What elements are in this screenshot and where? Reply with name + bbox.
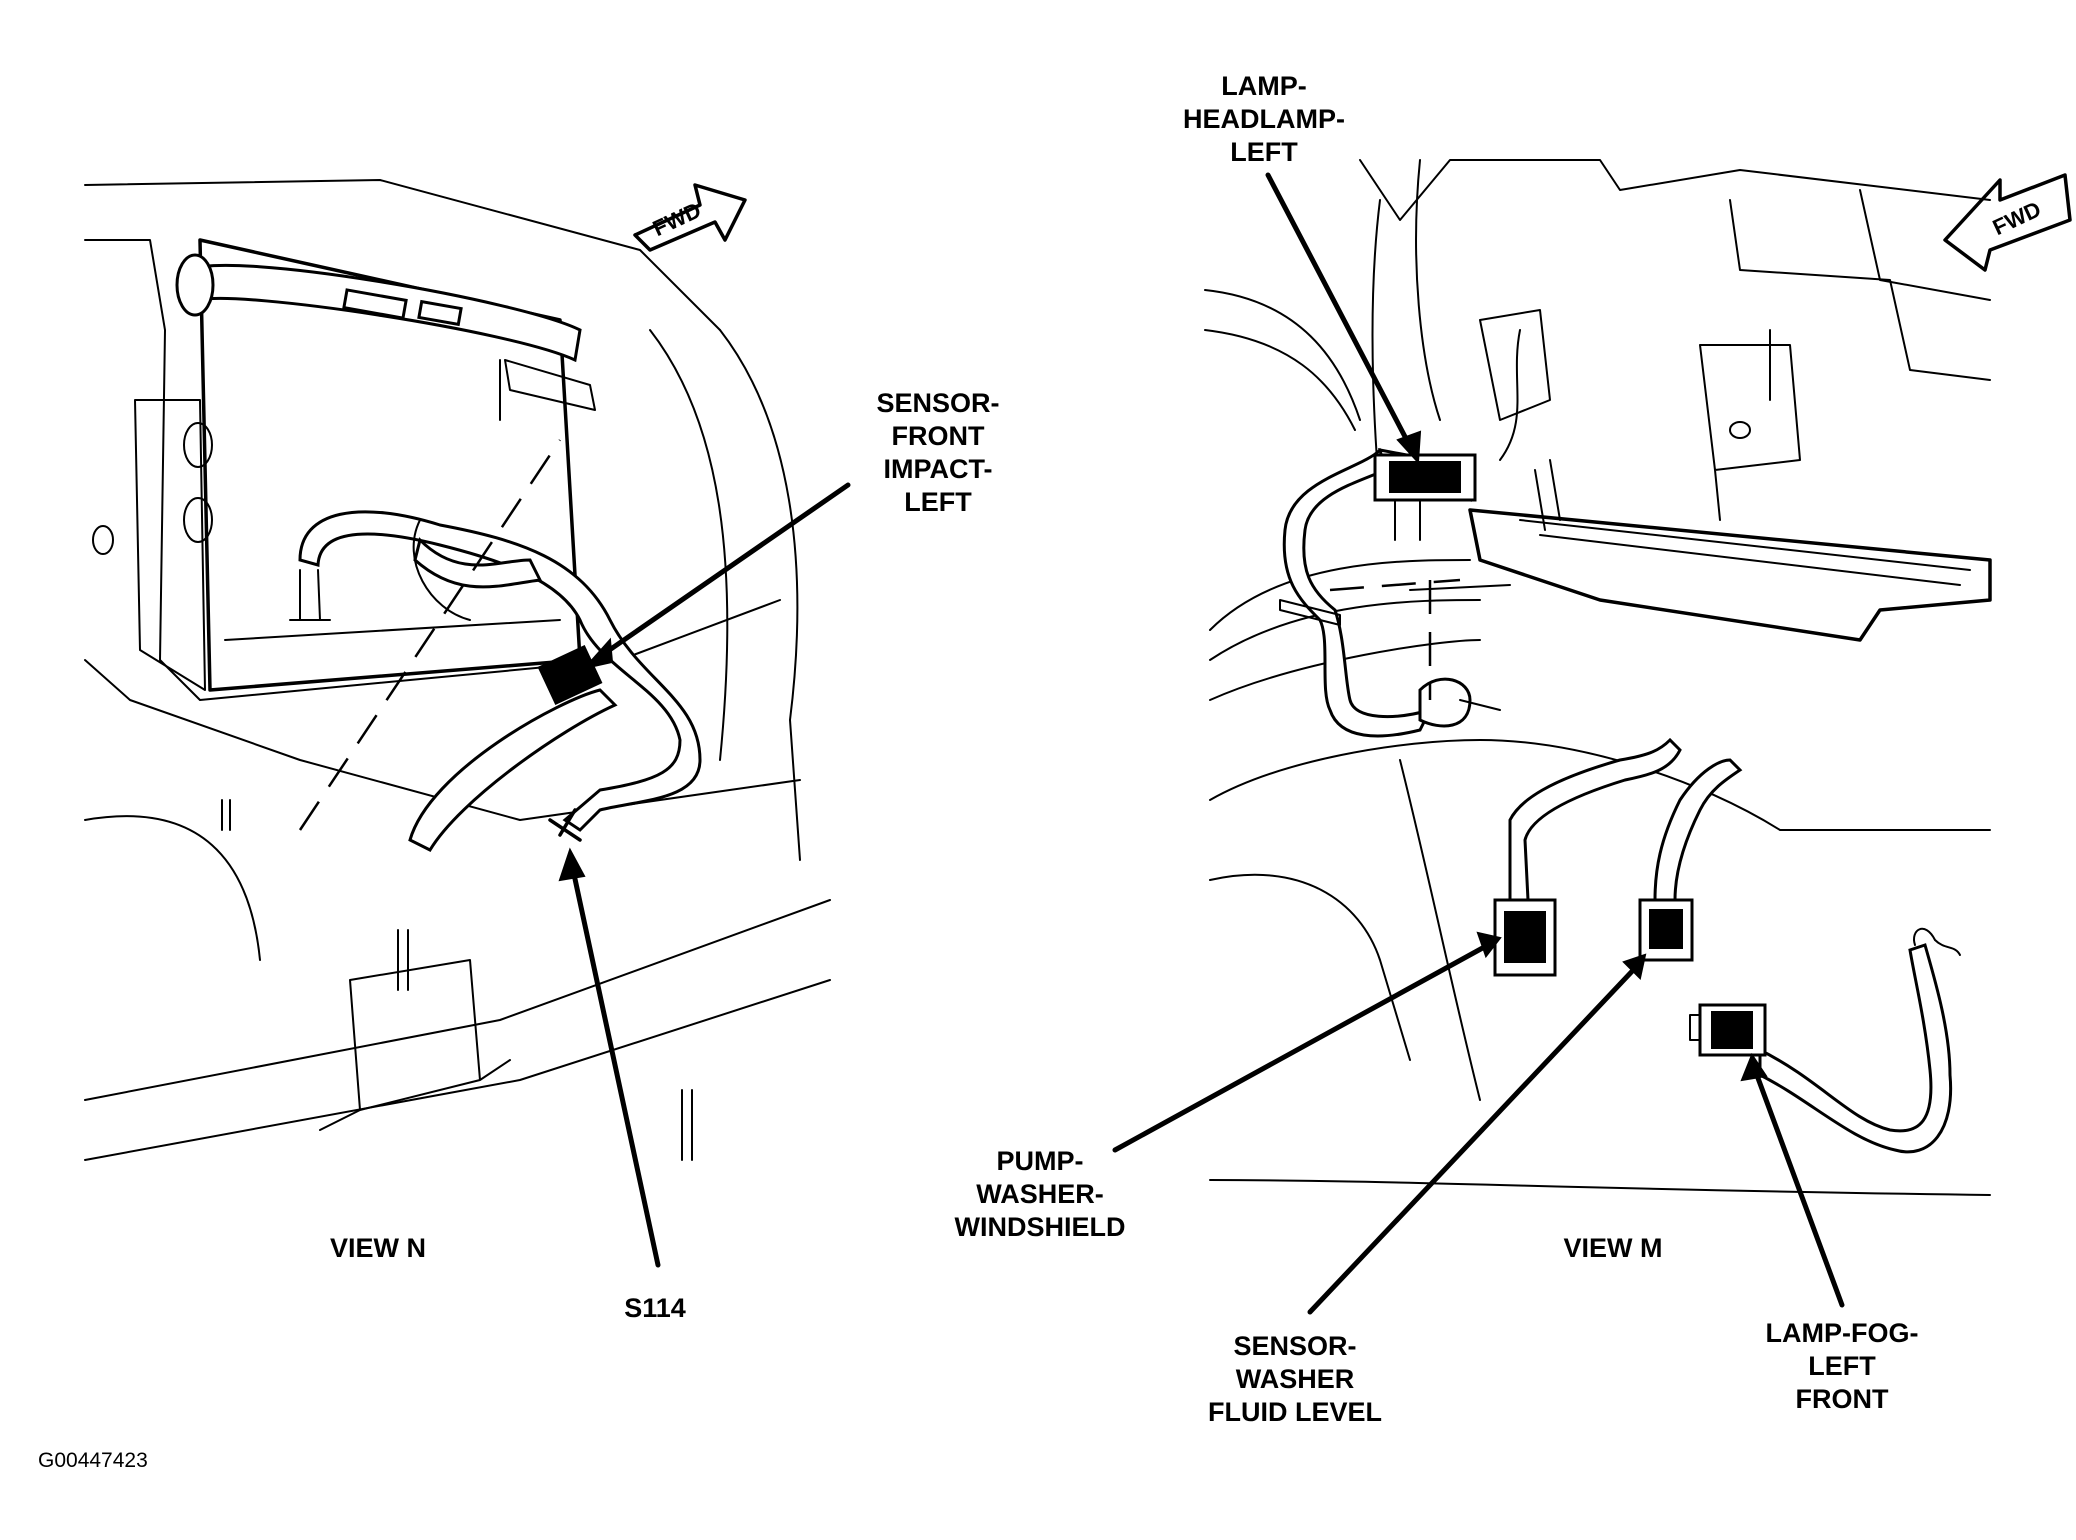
leader-sensor-washer [1307,962,1641,1315]
view-n-drawing: FWD [84,179,831,1161]
callout-line: LEFT [904,487,972,517]
callout-line: SENSOR- [876,388,999,418]
callout-lamp-fog-left-front: LAMP-FOG- LEFT FRONT [1766,1318,1919,1414]
view-n-title: VIEW N [330,1233,426,1263]
callout-line: FLUID LEVEL [1208,1397,1382,1427]
callout-s114: S114 [624,1293,686,1323]
leader-s114 [569,862,661,1268]
callout-line: LAMP- [1221,71,1306,101]
callout-pump-washer-windshield: PUMP- WASHER- WINDSHIELD [955,1146,1126,1242]
leader-sensor-front-impact [592,482,851,663]
callout-sensor-front-impact-left: SENSOR- FRONT IMPACT- LEFT [876,388,999,517]
view-m-title: VIEW M [1564,1233,1663,1263]
callout-line: LAMP-FOG- [1766,1318,1919,1348]
callout-line: WASHER- [976,1179,1104,1209]
fwd-arrow-icon [633,183,747,252]
callout-line: PUMP- [997,1146,1084,1176]
view-m-drawing: FWD [1204,159,2072,1196]
callout-line: FRONT [1796,1384,1889,1414]
callout-line: LEFT [1808,1351,1876,1381]
callout-line: SENSOR- [1233,1331,1356,1361]
fwd-label-n: FWD [649,197,705,241]
figure-id: G00447423 [38,1449,148,1472]
callout-line: IMPACT- [884,454,993,484]
fwd-arrow-icon-m [1943,173,2072,272]
callout-line: WASHER [1236,1364,1355,1394]
leader-headlamp [1265,172,1415,453]
callout-lamp-headlamp-left: LAMP- HEADLAMP- LEFT [1183,71,1345,167]
callout-line: WINDSHIELD [955,1212,1126,1242]
leader-fog-lamp [1752,1067,1845,1308]
callout-line: FRONT [892,421,985,451]
callout-line: LEFT [1230,137,1298,167]
callout-line: HEADLAMP- [1183,104,1345,134]
callout-sensor-washer-fluid-level: SENSOR- WASHER FLUID LEVEL [1208,1331,1382,1427]
leader-pump [1112,942,1491,1153]
